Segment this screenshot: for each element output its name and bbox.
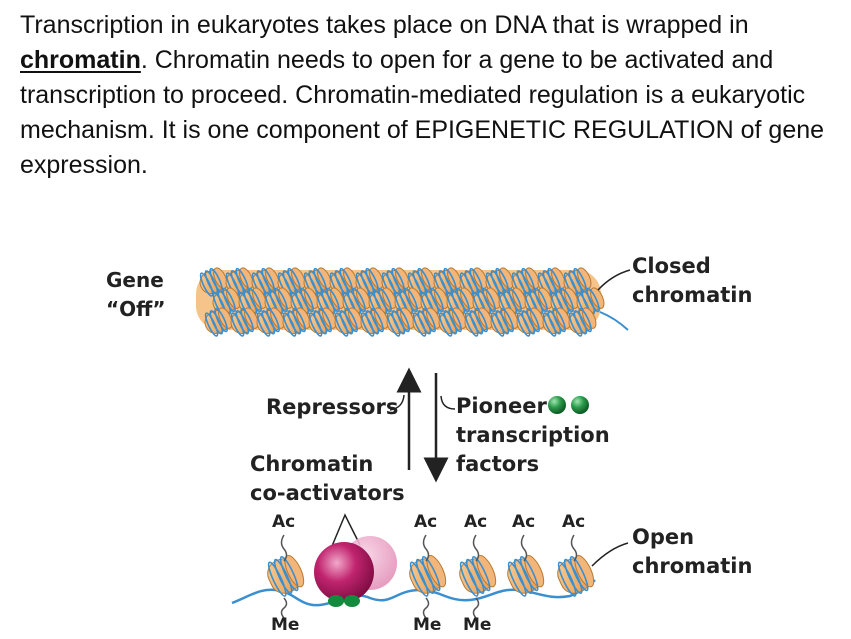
nucleosome (212, 287, 241, 317)
ac-tails (280, 534, 578, 562)
nucleosome (472, 287, 501, 317)
nucleosome (290, 287, 319, 317)
methyl-mark: Me (463, 615, 492, 635)
acetyl-mark: Ac (512, 512, 536, 532)
nucleosome (537, 267, 566, 297)
nucleosome (334, 307, 363, 337)
nucleosome (409, 555, 447, 597)
repressors-label: Repressors (266, 395, 399, 419)
acetyl-mark: Ac (414, 512, 438, 532)
intro-paragraph: Transcription in eukaryotes takes place … (20, 8, 840, 183)
nucleosome (225, 267, 254, 297)
intro-text-start: Transcription in eukaryotes takes place … (20, 11, 749, 39)
open-nucleosome-group (267, 555, 595, 597)
nucleosome (433, 267, 462, 297)
nucleosome (516, 307, 545, 337)
nucleosome (386, 307, 415, 337)
nucleosome (507, 555, 545, 597)
nucleosome (464, 307, 493, 337)
repressors-leader (389, 394, 405, 411)
closed-chromatin-fiber (196, 267, 629, 337)
nucleosome (446, 287, 475, 317)
chromatin-coactivators-label: Chromatin co-activators (250, 452, 405, 505)
nucleosome (267, 555, 305, 597)
nucleosome (490, 307, 519, 337)
coactivator-leader (326, 513, 361, 559)
nucleosome (412, 307, 441, 337)
nucleosome (438, 307, 467, 337)
pioneer-factor-dot (548, 396, 566, 414)
acetyl-mark: Ac (272, 512, 296, 532)
closed-chromatin-label: Closed chromatin (632, 254, 753, 307)
intro-text-end: . Chromatin needs to open for a gene to … (20, 46, 825, 179)
nucleosome (282, 307, 311, 337)
nucleosome (368, 287, 397, 317)
nucleosome (407, 267, 436, 297)
coactivator-complex (314, 542, 374, 602)
nucleosome (381, 267, 410, 297)
chromatin-keyword: chromatin (20, 46, 141, 74)
nucleosome (459, 555, 497, 597)
nucleosome (342, 287, 371, 317)
nucleosome (394, 287, 423, 317)
pioneer-leader (440, 395, 456, 410)
acetyl-mark: Ac (464, 512, 488, 532)
nucleosome (563, 267, 592, 297)
nucleosome (360, 307, 389, 337)
nucleosome (308, 307, 337, 337)
me-tails (280, 597, 480, 619)
nucleosome (264, 287, 293, 317)
closed-chromatin-leader (597, 269, 631, 291)
gene-off-label: Gene “Off” (106, 268, 166, 321)
nucleosome (316, 287, 345, 317)
nucleosome (329, 267, 358, 297)
open-chromatin-leader (591, 542, 629, 567)
acetyl-mark: Ac (562, 512, 586, 532)
fiber-dna-end (599, 311, 629, 331)
nucleosome (568, 307, 597, 337)
nucleosome (277, 267, 306, 297)
open-chromatin-label: Open chromatin (632, 525, 753, 578)
nucleosome (498, 287, 527, 317)
pioneer-factors-label: Pioneer transcription factors (456, 394, 610, 476)
nucleosome (576, 287, 605, 317)
nucleosome (256, 307, 285, 337)
pioneer-factor-dot (571, 396, 589, 414)
nucleosome (542, 307, 571, 337)
nucleosome (557, 555, 595, 597)
methyl-mark: Me (413, 615, 442, 635)
nucleosome (204, 307, 233, 337)
coactivator-base (344, 595, 360, 607)
coactivator-base (328, 595, 344, 607)
nucleosome (524, 287, 553, 317)
nucleosome (230, 307, 259, 337)
methyl-mark: Me (271, 615, 300, 635)
